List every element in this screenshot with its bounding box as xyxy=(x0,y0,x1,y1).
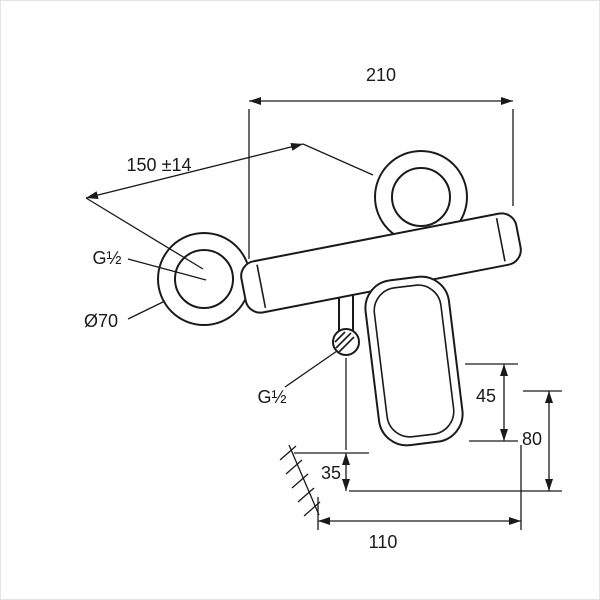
body-endcap-seam-left xyxy=(256,264,267,309)
extension-line xyxy=(85,197,204,270)
dim-110-label: 110 xyxy=(369,532,398,552)
bottom-outlet xyxy=(332,294,360,356)
dimension-150: 150 ±14 xyxy=(85,143,374,270)
lever-face-contour xyxy=(373,284,455,438)
thread-hatch-line xyxy=(338,336,355,353)
thread-bottom-label: G½ xyxy=(257,387,286,407)
dim-150-label: 150 ±14 xyxy=(127,155,192,175)
dimension-35: 35 xyxy=(294,358,369,491)
body-endcap-seam-right xyxy=(495,217,506,262)
dim-35-label: 35 xyxy=(321,463,341,483)
hatch-stroke xyxy=(285,459,303,475)
diameter-label: Ø70 xyxy=(84,311,118,331)
dimension-210: 210 xyxy=(248,65,514,259)
wall-line xyxy=(288,444,320,516)
dim-210-label: 210 xyxy=(366,65,396,85)
label-thread-bottom: G½ xyxy=(257,350,338,407)
dim-80-label: 80 xyxy=(522,429,542,449)
label-rosette-diameter: Ø70 xyxy=(84,300,166,331)
wall-section-hatch xyxy=(279,444,321,517)
label-thread-left: G½ xyxy=(92,248,207,281)
leader-line xyxy=(127,300,166,320)
leader-line xyxy=(127,258,207,281)
dimension-80: 80 xyxy=(349,390,562,492)
hatch-stroke xyxy=(303,501,321,517)
right-escutcheon xyxy=(374,150,468,244)
leader-line xyxy=(284,350,338,388)
lever-handle xyxy=(364,275,464,447)
right-escutcheon-inner-ring xyxy=(391,167,451,227)
lever-outline xyxy=(364,275,464,447)
dimension-45: 45 xyxy=(465,363,518,442)
thread-hatch-line xyxy=(335,332,352,349)
outlet-thread xyxy=(332,328,360,356)
thread-left-label: G½ xyxy=(92,248,121,268)
extension-line xyxy=(302,143,374,176)
hatch-stroke xyxy=(297,487,315,503)
hatch-stroke xyxy=(279,445,297,461)
dimension-line xyxy=(85,143,304,199)
hatch-stroke xyxy=(291,473,309,489)
dimension-110: 110 xyxy=(317,445,522,552)
dim-45-label: 45 xyxy=(476,386,496,406)
thread-hatch-line xyxy=(334,331,346,343)
